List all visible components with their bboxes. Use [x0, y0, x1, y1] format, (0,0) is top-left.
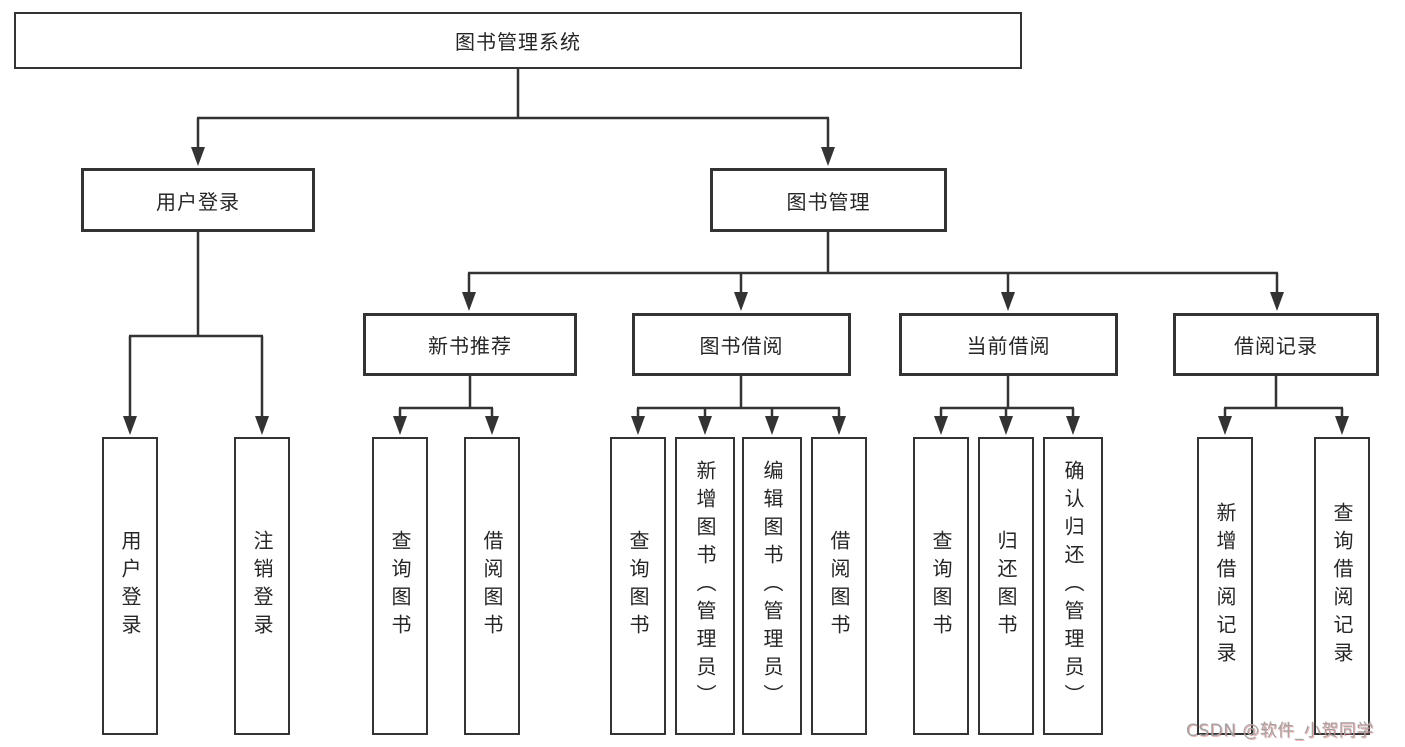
node-book-borrowing: 图书借阅 — [632, 313, 851, 376]
leaf-query-books-recommend: 查询图书 — [372, 437, 428, 735]
leaf-label: 注销登录 — [250, 530, 274, 642]
leaf-query-books-current: 查询图书 — [913, 437, 969, 735]
leaf-label: 借阅图书 — [827, 530, 851, 642]
node-label: 图书借阅 — [699, 334, 784, 358]
leaf-label: 归还图书 — [994, 530, 1018, 642]
leaf-label: 新增图书（管理员） — [693, 460, 717, 712]
leaf-label: 新增借阅记录 — [1213, 502, 1237, 670]
leaf-query-books-borrowing: 查询图书 — [610, 437, 666, 735]
leaf-label: 查询图书 — [929, 530, 953, 642]
node-label: 借阅记录 — [1234, 334, 1318, 358]
node-label: 用户登录 — [156, 189, 240, 214]
leaf-label: 查询图书 — [388, 530, 412, 642]
node-borrowing-records: 借阅记录 — [1173, 313, 1379, 376]
leaf-query-borrow-record: 查询借阅记录 — [1314, 437, 1370, 735]
csdn-watermark: CSDN @软件_小贺同学 — [1186, 721, 1374, 741]
node-label: 图书管理 — [786, 189, 871, 214]
leaf-borrow-books-recommend: 借阅图书 — [464, 437, 520, 735]
leaf-add-borrow-record: 新增借阅记录 — [1197, 437, 1253, 735]
node-new-book-recommendation: 新书推荐 — [363, 313, 577, 376]
leaf-label: 查询借阅记录 — [1330, 502, 1354, 670]
leaf-label: 用户登录 — [118, 530, 142, 642]
node-user-login: 用户登录 — [81, 168, 315, 232]
node-library-management-system: 图书管理系统 — [14, 12, 1022, 69]
leaf-edit-books-admin: 编辑图书（管理员） — [742, 437, 802, 735]
node-label: 图书管理系统 — [455, 30, 581, 54]
leaf-borrow-books: 借阅图书 — [811, 437, 867, 735]
leaf-return-books: 归还图书 — [978, 437, 1034, 735]
leaf-label: 借阅图书 — [480, 530, 504, 642]
leaf-confirm-return-admin: 确认归还（管理员） — [1043, 437, 1103, 735]
node-current-borrowing: 当前借阅 — [899, 313, 1118, 376]
node-label: 当前借阅 — [966, 334, 1051, 358]
leaf-user-login: 用户登录 — [102, 437, 158, 735]
leaf-add-books-admin: 新增图书（管理员） — [675, 437, 735, 735]
leaf-label: 确认归还（管理员） — [1061, 460, 1085, 712]
node-book-management: 图书管理 — [710, 168, 947, 232]
arrowheads — [123, 147, 1349, 435]
leaf-logout: 注销登录 — [234, 437, 290, 735]
node-label: 新书推荐 — [428, 334, 512, 358]
leaf-label: 编辑图书（管理员） — [760, 460, 784, 712]
leaf-label: 查询图书 — [626, 530, 650, 642]
